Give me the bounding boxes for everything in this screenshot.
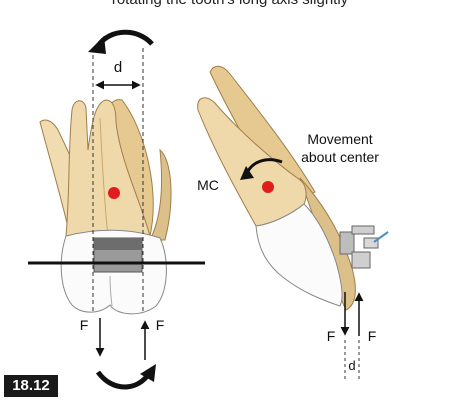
right-distance-label: d <box>348 358 355 373</box>
right-rotation-arrowhead <box>240 166 254 180</box>
left-root-ridge <box>99 117 109 237</box>
right-tooth-group <box>197 65 389 311</box>
left-force-label-left: F <box>80 317 89 333</box>
left-tooth-group <box>39 99 172 315</box>
left-bracket-top <box>94 238 142 250</box>
left-bottom-arrowhead <box>140 364 156 382</box>
left-tooth-root-body <box>65 99 151 237</box>
caption-fragment: rotating the tooth's long axis slightly <box>60 0 400 8</box>
left-center-dot <box>108 187 120 199</box>
right-movement-label-line2: about center <box>301 149 379 165</box>
left-top-rotation-arrow <box>95 29 154 48</box>
right-movement-label-line1: Movement <box>307 131 372 147</box>
right-bracket <box>339 225 379 269</box>
left-crown-groove <box>109 275 113 307</box>
right-spring-wire <box>373 231 389 243</box>
figure-number-badge: 18.12 <box>4 375 58 397</box>
left-top-arrowhead <box>88 36 106 54</box>
right-force-label-left: F <box>327 328 336 344</box>
left-tooth-far-root <box>149 148 172 241</box>
right-force-label-right: F <box>368 328 377 344</box>
left-distance-label: d <box>114 59 122 76</box>
right-tooth-crown <box>255 203 343 307</box>
right-center-dot <box>262 181 274 193</box>
right-center-label: MC <box>197 177 219 193</box>
left-force-label-right: F <box>156 317 165 333</box>
